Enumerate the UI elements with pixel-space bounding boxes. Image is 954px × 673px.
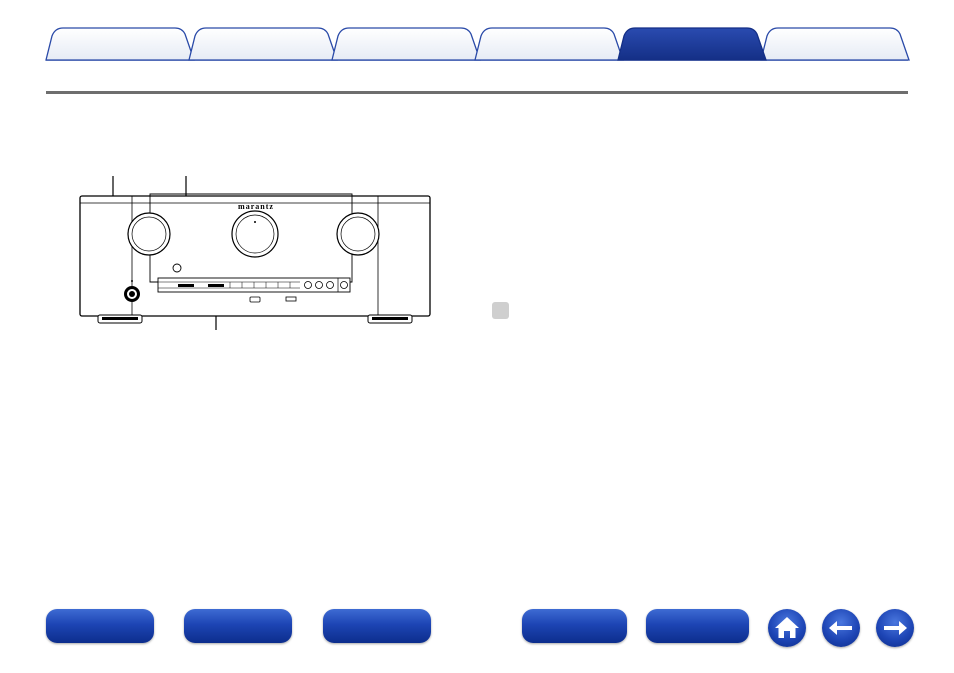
- tab-3-label: [346, 35, 466, 55]
- forward-button[interactable]: [876, 609, 914, 647]
- forward-arrow-icon: [884, 621, 907, 635]
- top-tab-bar: [0, 0, 954, 64]
- back-arrow-icon: [829, 621, 852, 635]
- section-divider: [46, 91, 908, 94]
- tab-4[interactable]: [474, 27, 624, 61]
- tab-4-label: [489, 35, 609, 55]
- home-button[interactable]: [768, 609, 806, 647]
- tab-2[interactable]: [188, 27, 338, 61]
- home-icon: [775, 617, 799, 638]
- tab-3[interactable]: [331, 27, 481, 61]
- tab-1[interactable]: [45, 27, 195, 61]
- nav-button-1[interactable]: [46, 609, 154, 643]
- master-volume-center-knob: [231, 210, 279, 258]
- nav-button-5[interactable]: [646, 609, 749, 643]
- tab-1-label: [60, 35, 180, 55]
- input-selector-knob: [127, 212, 171, 256]
- note-marker-icon: [492, 302, 509, 319]
- nav-button-2[interactable]: [184, 609, 292, 643]
- phones-jack: [124, 286, 140, 302]
- nav-button-4[interactable]: [522, 609, 627, 643]
- brand-logo: marantz: [238, 202, 274, 211]
- tab-2-label: [203, 35, 323, 55]
- volume-knob: [336, 212, 380, 256]
- tab-5-active[interactable]: [617, 27, 767, 61]
- tab-6-label: [775, 35, 895, 55]
- nav-button-3[interactable]: [323, 609, 431, 643]
- back-button[interactable]: [822, 609, 860, 647]
- tab-6[interactable]: [760, 27, 910, 61]
- tab-5-label: [632, 35, 752, 55]
- receiver-feet: [97, 314, 413, 324]
- receiver-front-panel-illustration: marantz: [70, 170, 440, 340]
